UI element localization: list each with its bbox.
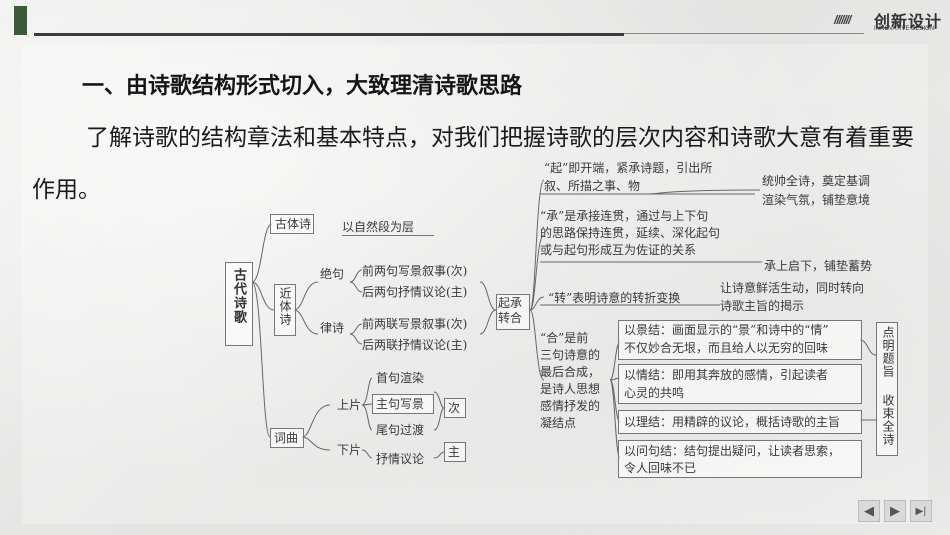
cique-node xyxy=(270,428,304,448)
he-4b: 令人回味不已 xyxy=(624,461,697,475)
shang-3: 尾句过渡 xyxy=(376,423,425,437)
cheng-line2: 的思路保持连贯，延续、深化起句 xyxy=(540,226,721,240)
qi-right1: 统帅全诗，奠定基调 xyxy=(762,174,871,188)
connector-root-gutishi xyxy=(251,223,273,283)
qi-line1: “起”即开端，紧承诗题，引出所 xyxy=(544,161,713,175)
zhu-box xyxy=(444,442,466,462)
shoushu-label: 收束全诗 xyxy=(881,394,895,446)
he-1a: 以景结：画面显示的“景”和诗中的“情” xyxy=(624,323,829,337)
next-slide-button[interactable]: ▶| xyxy=(910,500,932,522)
zhuan-right1: 让诗意鲜活生动，同时转向 xyxy=(720,281,865,295)
cheng-line3: 或与起句形成互为佐证的关系 xyxy=(540,243,697,257)
he-4a: 以问句结：结句提出疑问，让读者思索， xyxy=(624,444,841,458)
gutishi-node xyxy=(270,214,314,234)
jintishi-node xyxy=(274,284,296,336)
connector-root-cique xyxy=(251,281,271,438)
zhu-label: 主 xyxy=(448,445,461,459)
header-rule-thin xyxy=(624,33,864,34)
shang-1: 首句渲染 xyxy=(376,371,425,385)
jueju-line1: 前两句写景叙事(次) xyxy=(362,264,468,278)
he-line: 三句诗意的 xyxy=(540,348,601,362)
play-button[interactable]: ▶ xyxy=(884,500,906,522)
lvshi-line1: 前两联写景叙事(次) xyxy=(362,317,468,331)
he-box-4 xyxy=(618,440,862,478)
logo: 创新设计 xyxy=(874,14,943,31)
he-box-3 xyxy=(618,410,862,434)
he-box-2 xyxy=(618,364,862,404)
cheng-right: 承上启下，铺垫蓄势 xyxy=(764,259,873,273)
shang-2-box xyxy=(372,394,434,414)
section-heading: 一、由诗歌结构形式切入，大致理清诗歌思路 xyxy=(82,74,523,99)
xiapian-label: 下片 xyxy=(337,443,362,457)
he-intro: “合”是前 三句诗意的 最后合成， 是诗人思想 感情抒发的 凝结点 xyxy=(540,330,600,432)
top-bar: /////// 创新设计 INNOVATIVE DESIGN xyxy=(0,0,950,40)
cique-label: 词曲 xyxy=(274,431,299,445)
ci-label: 次 xyxy=(448,401,461,415)
he-line: “合”是前 xyxy=(540,331,589,345)
connector-jintishi-jueju xyxy=(293,281,319,311)
jueju-line2: 后两句抒情议论(主) xyxy=(362,285,468,299)
root-node xyxy=(225,262,253,346)
cheng-line1: “承”是承接连贯，通过与上下句 xyxy=(540,209,709,223)
header-rule xyxy=(34,33,624,36)
jintishi-label: 近体诗 xyxy=(278,287,292,326)
he-2a: 以情结：即用其奔放的感情，引起读者 xyxy=(624,368,829,382)
zhuan-right2: 诗歌主旨的揭示 xyxy=(720,299,805,313)
intro-paragraph: 了解诗歌的结构章法和基本特点，对我们把握诗歌的层次内容和诗歌大意有着重要作用。 xyxy=(32,125,914,203)
prev-slide-button[interactable]: ◀ xyxy=(858,500,880,522)
lvshi-line2: 后两联抒情议论(主) xyxy=(362,338,468,352)
he-line: 感情抒发的 xyxy=(540,399,601,413)
zhuan-line: “转”表明诗意的转折变换 xyxy=(548,291,681,305)
qi-right2: 渲染气氛，铺垫意境 xyxy=(762,193,871,207)
gutishi-label: 古体诗 xyxy=(275,217,312,231)
he-line: 最后合成， xyxy=(540,365,601,379)
connector-jintishi-lvshi xyxy=(293,309,319,335)
shangpian-label: 上片 xyxy=(337,398,362,412)
root-label: 古代诗歌 xyxy=(231,268,246,324)
lvshi-label: 律诗 xyxy=(320,321,345,335)
he-box-1 xyxy=(618,320,862,360)
dianming-label: 点明题旨 xyxy=(881,326,895,378)
he-line: 是诗人思想 xyxy=(540,382,601,396)
jueju-label: 绝句 xyxy=(320,267,345,281)
shang-2: 主句写景 xyxy=(376,397,425,411)
header-accent-block xyxy=(14,6,27,35)
summary-node xyxy=(876,322,898,456)
he-line: 凝结点 xyxy=(540,416,577,430)
logo-slashes: /////// xyxy=(834,13,851,27)
logo-subtitle: INNOVATIVE DESIGN xyxy=(874,26,935,32)
qichengzhuanhe-label: 起承转合 xyxy=(498,296,523,325)
he-3: 以理结：用精辟的议论，概括诗歌的主旨 xyxy=(624,415,841,429)
he-1b: 不仅妙合无垠，而且给人以无穷的回味 xyxy=(624,341,829,355)
connector-root-jintishi xyxy=(251,281,275,311)
qi-line2: 叙、所描之事、物 xyxy=(544,179,641,193)
qichengzhuanhe-node xyxy=(496,294,530,330)
he-2b: 心灵的共鸣 xyxy=(624,386,685,400)
ci-box xyxy=(444,398,466,418)
gutishi-desc: 以自然段为层 xyxy=(342,219,435,236)
xia-1: 抒情议论 xyxy=(376,452,425,466)
